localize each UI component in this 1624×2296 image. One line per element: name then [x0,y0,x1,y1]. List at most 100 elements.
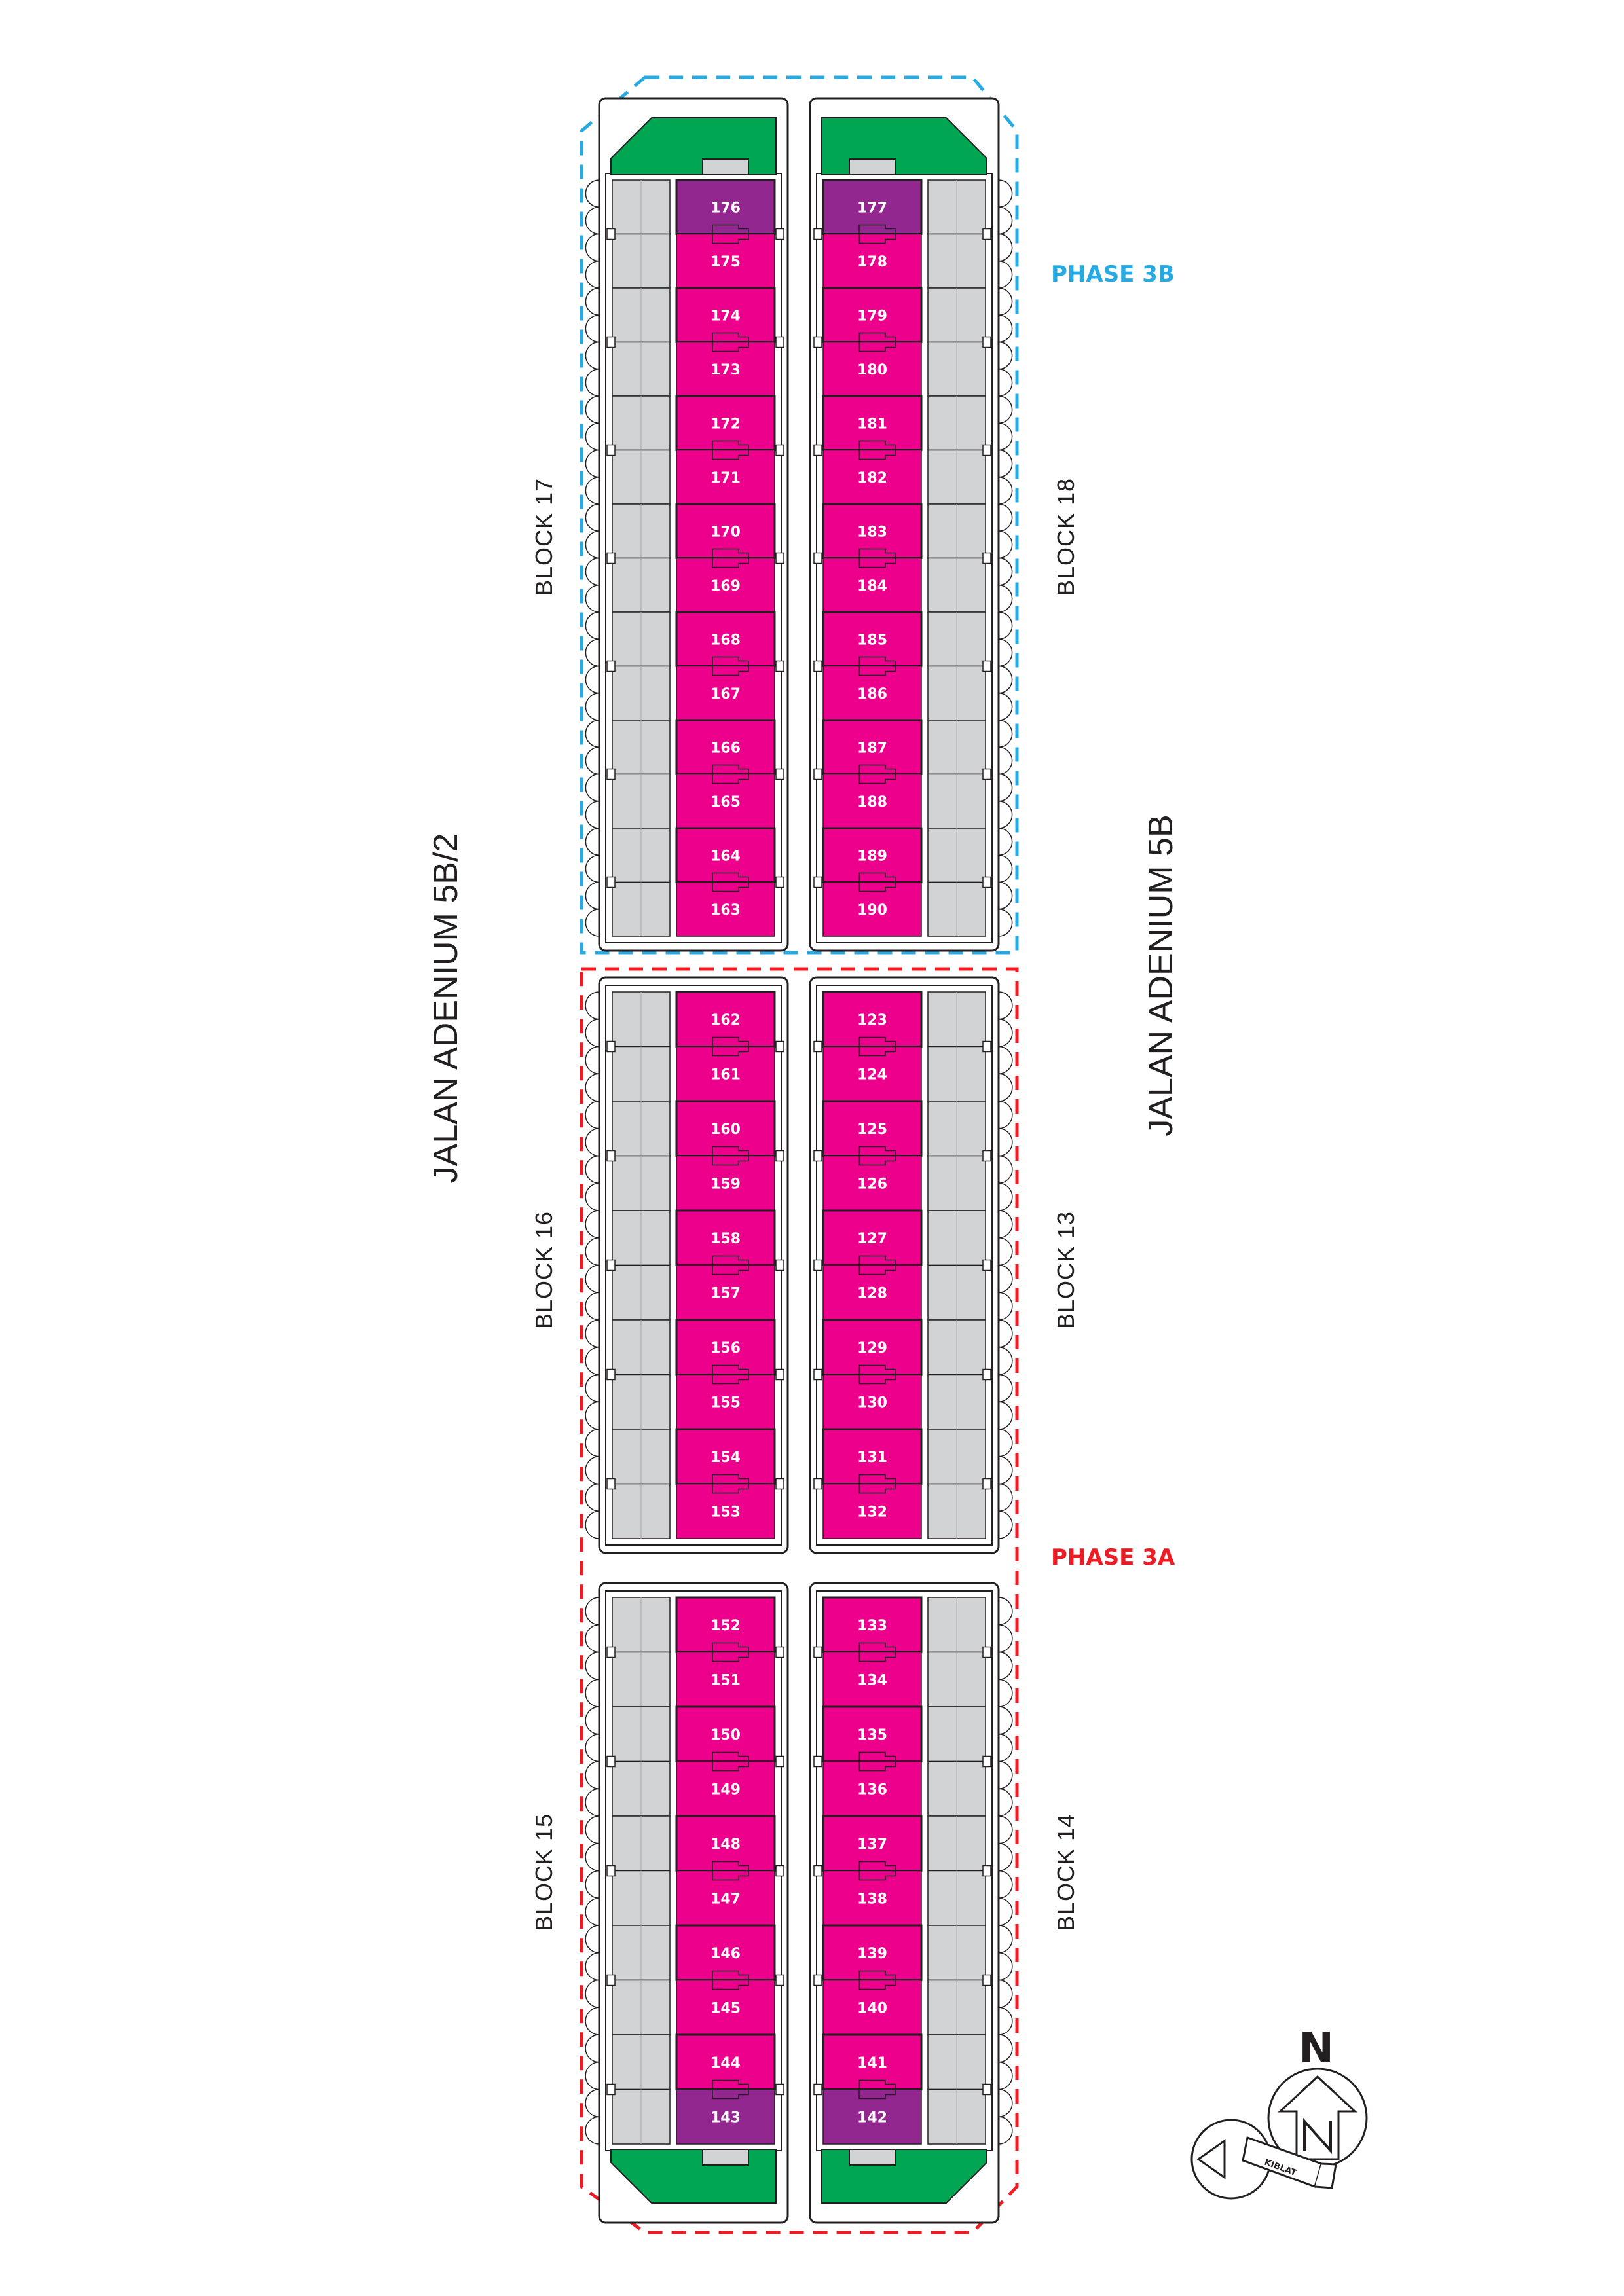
lot-156[interactable]: 156 [585,1319,776,1376]
lot-139[interactable]: 139 [822,1924,1013,1981]
lot-152[interactable]: 152 [585,1596,776,1653]
lot-188[interactable]: 188 [813,764,1013,829]
lot-185[interactable]: 185 [822,611,1013,667]
lot-187[interactable]: 187 [822,719,1013,775]
phase-label-3b: PHASE 3B [1051,261,1175,287]
lot-179[interactable]: 179 [822,287,1013,343]
lot-144[interactable]: 144 [585,2033,776,2090]
lot-169[interactable]: 169 [585,548,784,613]
lot-131[interactable]: 131 [822,1428,1013,1485]
lot-166[interactable]: 166 [585,719,776,775]
lot-footprint [822,287,923,343]
lot-number: 157 [710,1285,741,1302]
lot-167[interactable]: 167 [585,656,784,721]
lot-133[interactable]: 133 [822,1596,1013,1653]
lot-145[interactable]: 145 [585,1970,784,2035]
lot-184[interactable]: 184 [813,548,1013,613]
lot-149[interactable]: 149 [585,1751,784,1817]
lot-162[interactable]: 162 [585,991,776,1048]
lot-130[interactable]: 130 [813,1364,1013,1430]
lot-150[interactable]: 150 [585,1705,776,1762]
lot-number: 136 [857,1781,887,1798]
lot-number: 167 [710,686,741,702]
lot-163[interactable]: 163 [585,872,784,937]
lot-181[interactable]: 181 [822,395,1013,451]
lot-136[interactable]: 136 [813,1751,1013,1817]
lot-154[interactable]: 154 [585,1428,776,1485]
lot-158[interactable]: 158 [585,1209,776,1266]
lot-190[interactable]: 190 [813,872,1013,937]
lot-172[interactable]: 172 [585,395,776,451]
lot-174[interactable]: 174 [585,287,776,343]
lot-126[interactable]: 126 [813,1146,1013,1211]
lot-number: 161 [710,1066,741,1083]
north-label: N [1299,2024,1334,2073]
lot-176[interactable]: 176 [585,179,776,235]
lot-number: 183 [857,524,887,540]
lot-173[interactable]: 173 [585,332,784,397]
lot-134[interactable]: 134 [813,1642,1013,1707]
lot-182[interactable]: 182 [813,440,1013,505]
lot-127[interactable]: 127 [822,1209,1013,1266]
lot-number: 163 [710,902,741,919]
lot-132[interactable]: 132 [813,1474,1013,1539]
lot-186[interactable]: 186 [813,656,1013,721]
lot-124[interactable]: 124 [813,1036,1013,1102]
lot-147[interactable]: 147 [585,1861,784,1926]
lot-170[interactable]: 170 [585,503,776,559]
lot-142[interactable]: 142 [813,2079,1013,2145]
lot-151[interactable]: 151 [585,1642,784,1707]
lot-164[interactable]: 164 [585,827,776,883]
lot-number: 152 [710,1618,741,1634]
lot-168[interactable]: 168 [585,611,776,667]
lot-160[interactable]: 160 [585,1100,776,1157]
lot-number: 176 [710,200,741,216]
lot-183[interactable]: 183 [822,503,1013,559]
lot-number: 131 [857,1449,887,1466]
lot-number: 138 [857,1891,887,1907]
block-label-13: BLOCK 13 [1052,1211,1079,1329]
lot-171[interactable]: 171 [585,440,784,505]
lot-157[interactable]: 157 [585,1255,784,1321]
lot-number: 171 [710,470,741,486]
lot-148[interactable]: 148 [585,1815,776,1872]
lot-140[interactable]: 140 [813,1970,1013,2035]
lot-number: 153 [710,1504,741,1520]
lot-number: 137 [857,1836,887,1853]
block-label-17: BLOCK 17 [530,478,557,596]
lot-number: 188 [857,794,887,811]
lot-143[interactable]: 143 [585,2079,784,2145]
lot-153[interactable]: 153 [585,1474,784,1539]
lot-165[interactable]: 165 [585,764,784,829]
lot-175[interactable]: 175 [585,224,784,289]
lot-141[interactable]: 141 [822,2033,1013,2090]
lot-138[interactable]: 138 [813,1861,1013,1926]
lot-number: 154 [710,1449,741,1466]
lot-129[interactable]: 129 [822,1319,1013,1376]
lot-177[interactable]: 177 [822,179,1013,235]
lot-number: 170 [710,524,741,540]
lot-159[interactable]: 159 [585,1146,784,1211]
lot-number: 164 [710,848,741,864]
lot-137[interactable]: 137 [822,1815,1013,1872]
lot-180[interactable]: 180 [813,332,1013,397]
lot-128[interactable]: 128 [813,1255,1013,1321]
lot-number: 173 [710,362,741,378]
lot-155[interactable]: 155 [585,1364,784,1430]
lot-number: 166 [710,740,741,756]
lot-146[interactable]: 146 [585,1924,776,1981]
lot-161[interactable]: 161 [585,1036,784,1102]
lot-125[interactable]: 125 [822,1100,1013,1157]
lot-number: 179 [857,308,887,324]
lot-123[interactable]: 123 [822,991,1013,1048]
lot-135[interactable]: 135 [822,1705,1013,1762]
lot-number: 168 [710,632,741,648]
lot-footprint [822,827,923,883]
lot-number: 160 [710,1121,741,1138]
lot-footprint [822,179,923,235]
lot-number: 144 [710,2055,741,2071]
lot-number: 185 [857,632,887,648]
lot-178[interactable]: 178 [813,224,1013,289]
lot-189[interactable]: 189 [822,827,1013,883]
